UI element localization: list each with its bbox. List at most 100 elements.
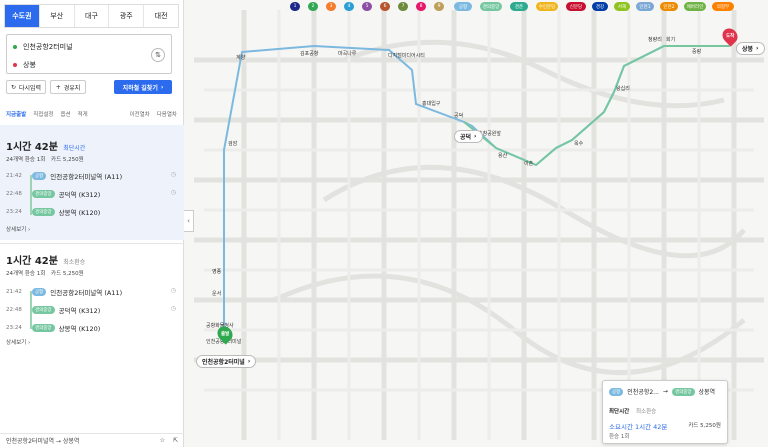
clock-icon[interactable]: ◷ xyxy=(170,287,176,294)
line-chip-gyeongui[interactable]: 경의중앙 xyxy=(480,2,502,11)
search-button[interactable]: 지하철 길찾기 › xyxy=(114,80,172,94)
transfer-pill-label: 공덕 xyxy=(460,134,472,141)
station-label[interactable]: 용산 xyxy=(498,153,508,159)
line-chip-everline[interactable]: 에버라인 xyxy=(684,2,706,11)
line-chip-4[interactable]: 4 xyxy=(344,2,354,11)
origin-field[interactable]: 인천공항2터미널 xyxy=(13,42,73,52)
next-train-button[interactable]: 다음열차 xyxy=(156,112,177,118)
clock-icon[interactable]: ◷ xyxy=(170,305,176,312)
plus-icon: + xyxy=(55,83,61,91)
line-chip-2[interactable]: 2 xyxy=(308,2,318,11)
station-label[interactable]: 디지털미디어시티 xyxy=(388,53,425,59)
line-chip-9[interactable]: 9 xyxy=(434,2,444,11)
line-chip-gyeongchun[interactable]: 경춘 xyxy=(510,2,528,11)
station-label[interactable]: 효창공원앞 xyxy=(478,131,502,137)
filter-now[interactable]: 지금출발 xyxy=(6,112,27,118)
summary-from: 인천공항2... xyxy=(627,389,659,396)
stop-time: 23:24 xyxy=(6,325,22,331)
details-link[interactable]: 상세보기 › xyxy=(6,340,31,346)
tab-region-busan[interactable]: 부산 xyxy=(40,5,75,27)
region-tabs: 수도권 부산 대구 광주 대전 xyxy=(4,4,179,28)
star-icon[interactable]: ☆ xyxy=(159,437,165,444)
station-label[interactable]: 중랑 xyxy=(692,49,702,55)
route-summary-card[interactable]: 공항 인천공항2... → 경의중앙 상봉역 최단시간 최소환승 소요시간 1시… xyxy=(602,380,728,444)
subway-map[interactable]: 1 2 3 4 5 6 7 8 9 공항 경의중앙 경춘 수인분당 신분당 경강… xyxy=(184,0,768,447)
summary-tab-fastest[interactable]: 최단시간 xyxy=(609,409,630,415)
chevron-right-icon: › xyxy=(474,133,477,140)
details-link[interactable]: 상세보기 › xyxy=(6,227,31,233)
line-chip-sinbundang[interactable]: 신분당 xyxy=(566,2,586,11)
end-station-pill[interactable]: 상봉› xyxy=(736,42,765,55)
footer-bar: 인천공항2터미널역 → 상봉역 ☆ ⇱ xyxy=(0,433,184,447)
filter-options[interactable]: 옵션 xyxy=(60,112,71,118)
stop-name: 공덕역 (K312) xyxy=(58,307,101,315)
stop-time: 22:48 xyxy=(6,307,22,313)
filter-sort[interactable]: 적게 xyxy=(77,112,88,118)
line-chip-6[interactable]: 6 xyxy=(380,2,390,11)
tab-region-gwangju[interactable]: 광주 xyxy=(109,5,145,27)
station-label[interactable]: 이촌 xyxy=(524,161,534,167)
tab-region-daejeon[interactable]: 대전 xyxy=(154,12,168,20)
origin-value[interactable]: 인천공항2터미널 xyxy=(23,43,73,51)
start-station-pill[interactable]: 인천공항2터미널› xyxy=(196,355,257,368)
line-chip-incheon2[interactable]: 인천2 xyxy=(660,2,678,11)
result-card-fastest[interactable]: 1시간 42분 최단시간 24개역 환승 1회 카드 5,250원 21:42 … xyxy=(0,125,184,240)
start-pill-label: 인천공항2터미널 xyxy=(202,359,245,366)
line-chip-5[interactable]: 5 xyxy=(362,2,372,11)
station-label[interactable]: 김포공항 xyxy=(300,51,319,57)
result-card-fewest-transfers[interactable]: 1시간 42분 최소환승 24개역 환승 1회 카드 5,250원 21:42 … xyxy=(0,243,184,353)
chevron-right-icon: › xyxy=(247,358,251,365)
transfer-station-pill[interactable]: 공덕› xyxy=(454,130,483,143)
station-label[interactable]: 홍대입구 xyxy=(422,101,441,107)
swap-icon[interactable]: ⇅ xyxy=(151,48,165,62)
stop-row: 22:48 경의중앙 공덕역 (K312) xyxy=(6,189,100,199)
result-meta: 24개역 환승 1회 xyxy=(6,157,46,163)
waypoint-button[interactable]: + 경유지 xyxy=(50,80,86,94)
stop-name: 상봉역 (K120) xyxy=(58,325,101,333)
destination-dot-icon xyxy=(13,63,17,67)
station-label[interactable]: 운서 xyxy=(212,291,222,297)
station-label[interactable]: 계양 xyxy=(236,55,246,61)
line-chip-3[interactable]: 3 xyxy=(326,2,336,11)
refresh-icon: ↻ xyxy=(10,83,16,91)
station-label[interactable]: 공덕 xyxy=(454,113,464,119)
share-icon[interactable]: ⇱ xyxy=(172,437,178,444)
destination-field[interactable]: 상봉 xyxy=(13,60,36,70)
result-tag: 최소환승 xyxy=(63,259,86,266)
line-chip-8[interactable]: 8 xyxy=(416,2,426,11)
collapse-panel-button[interactable]: ‹ xyxy=(184,210,194,232)
tab-region-capital[interactable]: 수도권 xyxy=(5,5,40,27)
station-label[interactable]: 검암 xyxy=(228,141,238,147)
line-chip-airport[interactable]: 공항 xyxy=(454,2,472,11)
line-chip-1[interactable]: 1 xyxy=(290,2,300,11)
station-label[interactable]: 청량리 xyxy=(648,37,662,43)
station-label[interactable]: 마곡나루 xyxy=(338,51,357,57)
line-chip-7[interactable]: 7 xyxy=(398,2,408,11)
end-pin-label: 도착 xyxy=(725,34,735,39)
reset-button[interactable]: ↻ 다시입력 xyxy=(6,80,46,94)
chevron-left-icon: ‹ xyxy=(187,217,190,225)
stop-time: 21:42 xyxy=(6,173,22,179)
summary-tab-fewest[interactable]: 최소환승 xyxy=(636,409,657,415)
tab-region-daegu[interactable]: 대구 xyxy=(75,5,110,27)
result-meta: 24개역 환승 1회 xyxy=(6,271,46,277)
station-label[interactable]: 회기 xyxy=(666,37,676,43)
line-chip-suin[interactable]: 수인분당 xyxy=(536,2,558,11)
station-label[interactable]: 영종 xyxy=(212,269,222,275)
line-chip-uijeongbu[interactable]: 의정부 xyxy=(712,2,734,11)
line-badge: 경의중앙 xyxy=(32,190,55,198)
line-chip-gyeonggang[interactable]: 경강 xyxy=(592,2,608,11)
prev-train-button[interactable]: 이전열차 xyxy=(129,112,150,118)
filter-custom[interactable]: 직접설정 xyxy=(33,112,54,118)
result-fare: 카드 5,250원 xyxy=(51,157,84,163)
station-label[interactable]: 왕십리 xyxy=(616,86,630,92)
line-chip-incheon1[interactable]: 인천1 xyxy=(636,2,654,11)
waypoint-label: 경유지 xyxy=(63,84,81,92)
station-label[interactable]: 옥수 xyxy=(574,141,584,147)
clock-icon[interactable]: ◷ xyxy=(170,171,176,178)
line-chip-seohae[interactable]: 서해 xyxy=(614,2,630,11)
station-label[interactable]: 공항화물청사 xyxy=(206,323,234,329)
destination-value[interactable]: 상봉 xyxy=(23,61,36,69)
clock-icon[interactable]: ◷ xyxy=(170,189,176,196)
map-lines xyxy=(194,10,764,440)
